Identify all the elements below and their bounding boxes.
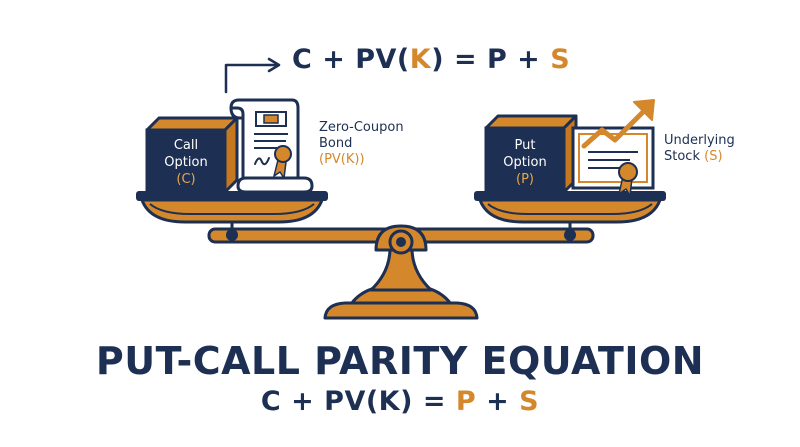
trend-arrow-icon xyxy=(581,99,655,149)
zero-coupon-bond-label: Zero-Coupon Bond (PV(K)) xyxy=(319,120,404,167)
bottom-equation-p: P xyxy=(455,386,477,417)
ribbon-icon xyxy=(273,145,292,179)
page-title: PUT-CALL PARITY EQUATION xyxy=(95,339,705,383)
ribbon-icon xyxy=(618,162,638,197)
scale-stand xyxy=(323,246,479,320)
underlying-stock-label: Underlying Stock (S) xyxy=(664,133,735,164)
bond-scroll-icon xyxy=(229,98,314,194)
top-equation: C + PV(K) = P + S xyxy=(292,44,571,75)
call-option-label: Call Option (C) xyxy=(164,138,208,187)
top-equation-k: K xyxy=(409,44,432,75)
top-equation-s: S xyxy=(550,44,571,75)
put-option-label: Put Option (P) xyxy=(503,138,547,187)
bottom-equation: C + PV(K) = P + S xyxy=(260,386,540,417)
left-pan xyxy=(136,191,328,229)
scale-beam xyxy=(207,224,595,255)
arrow-icon xyxy=(224,63,278,94)
right-pan xyxy=(474,191,666,229)
bottom-equation-s: S xyxy=(519,386,540,417)
